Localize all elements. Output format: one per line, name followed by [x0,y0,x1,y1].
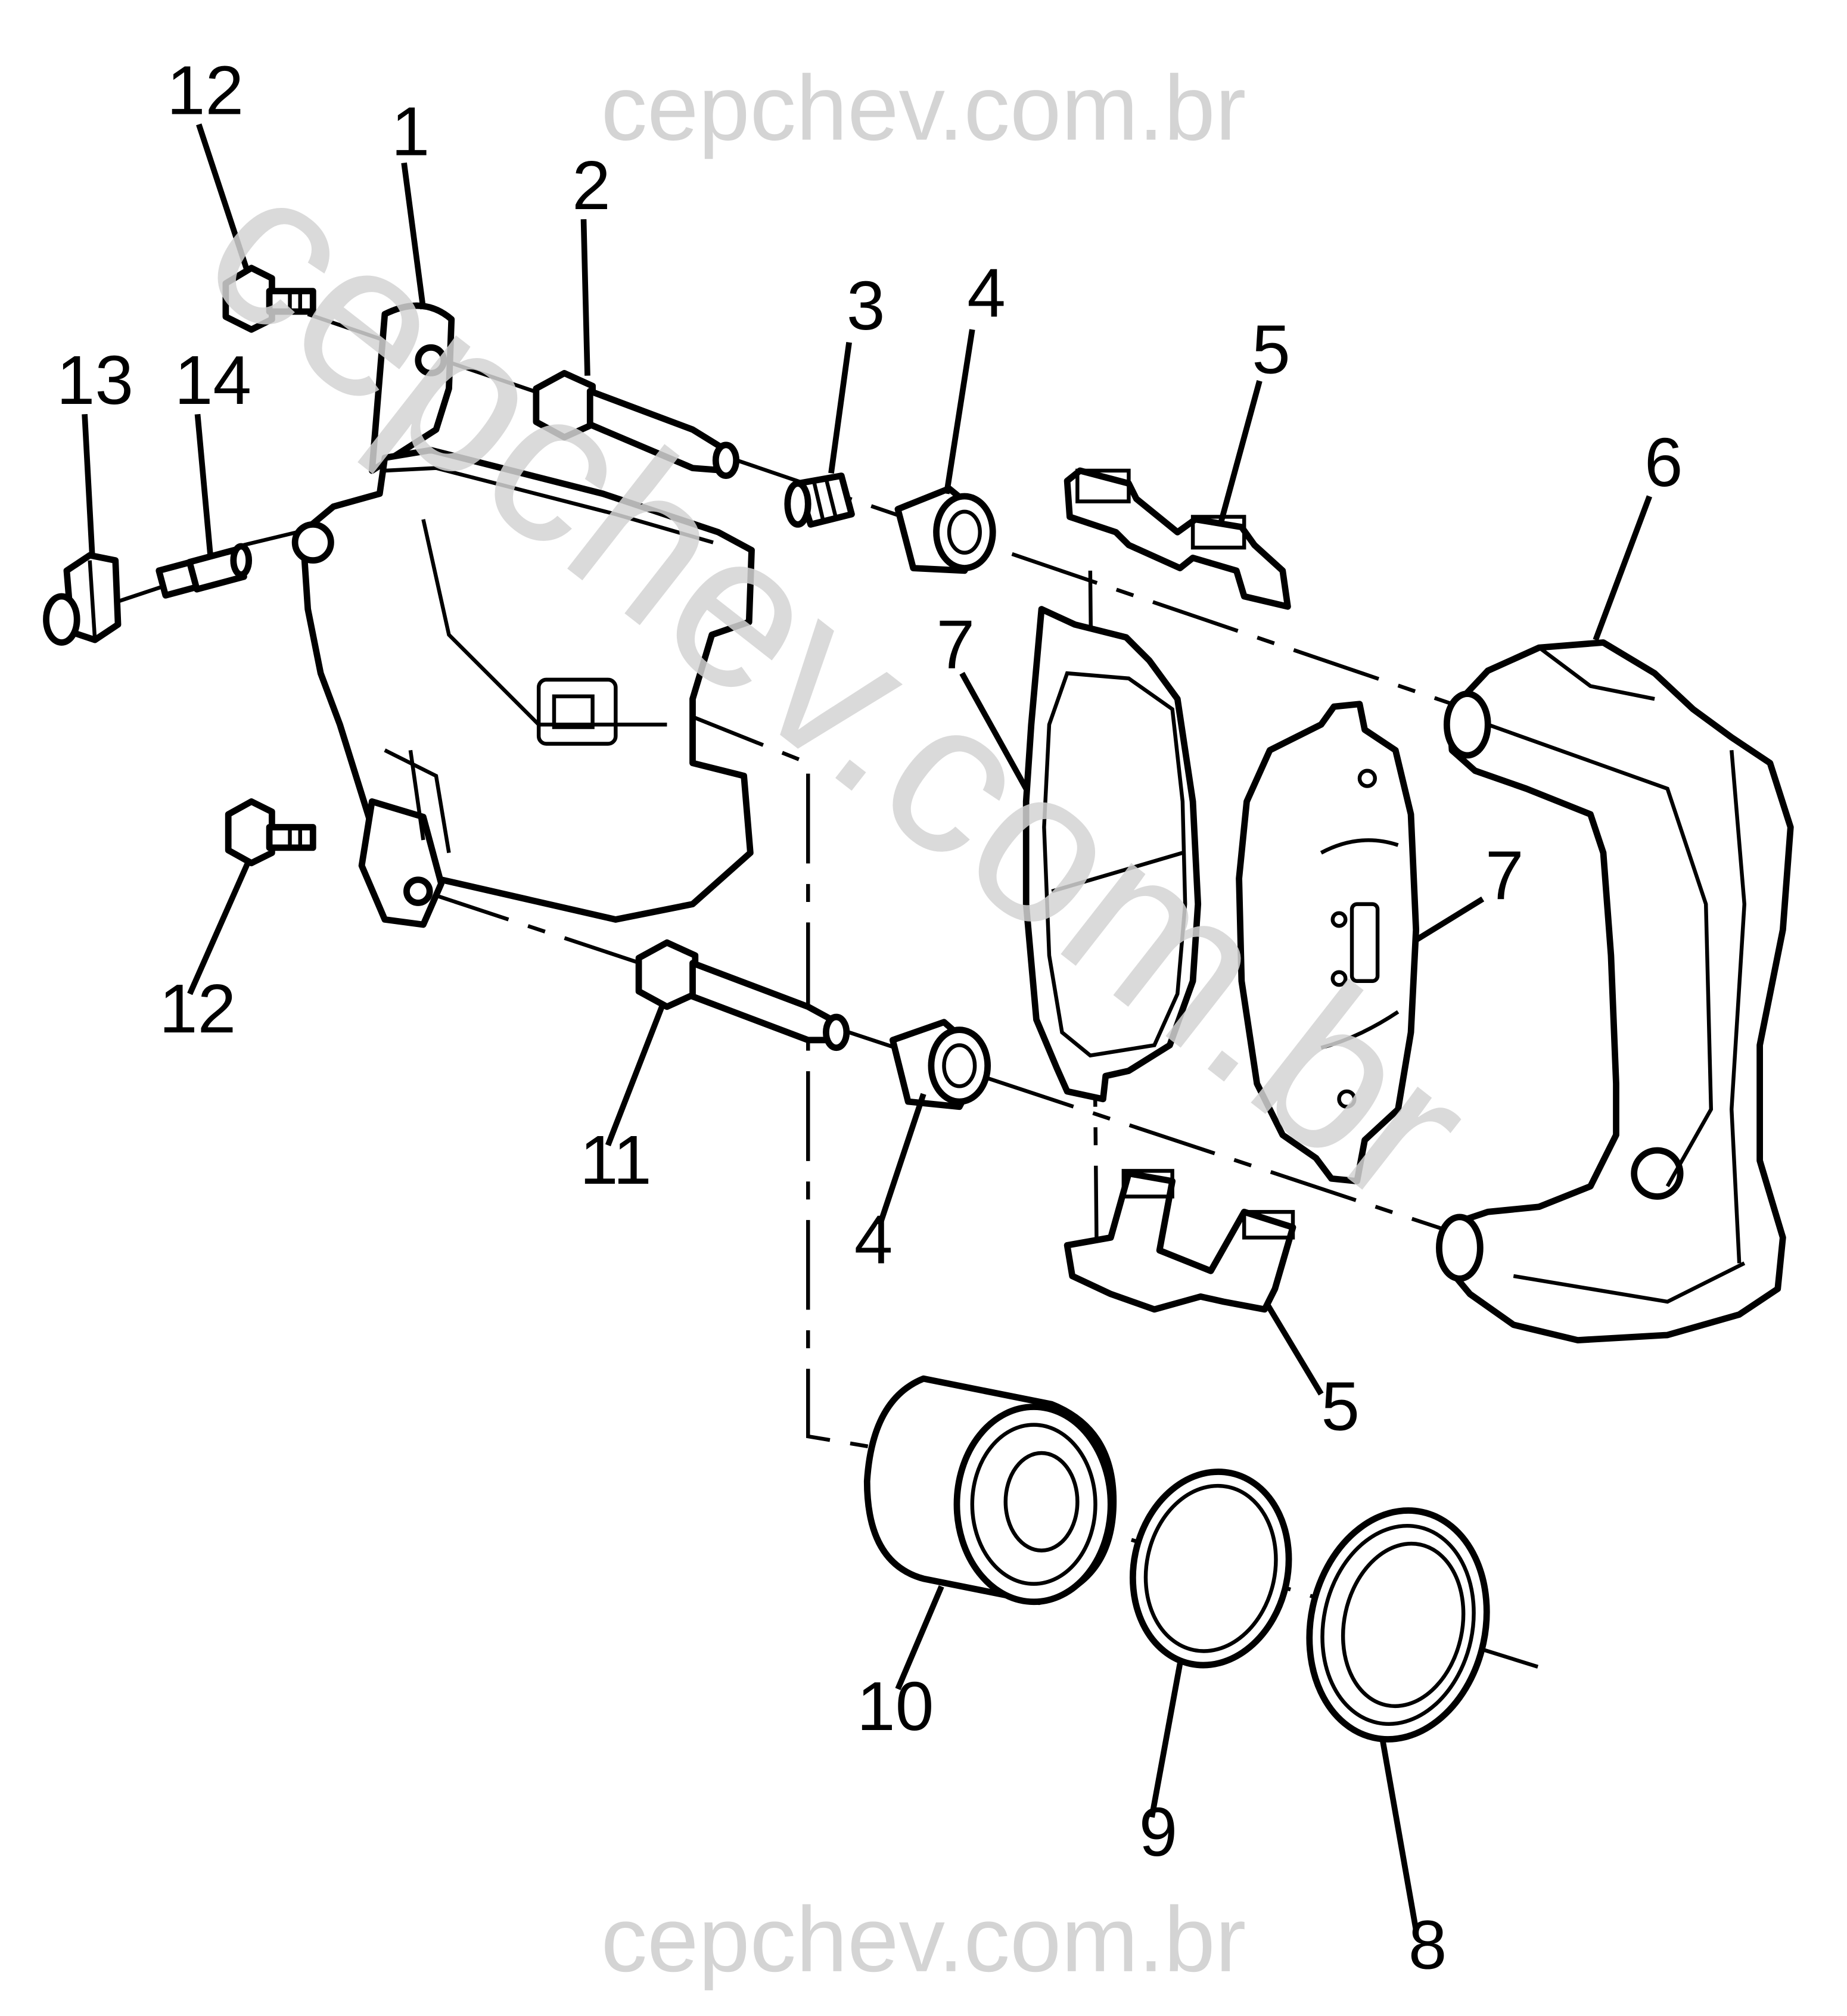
pad-retainer-clip-icon [1064,1169,1296,1313]
guide-pin-bolt-icon [635,939,850,1051]
callout-7: 7 [1485,836,1524,914]
callout-11: 11 [580,1121,652,1199]
watermark-bottom: cepchev.com.br [601,1888,1246,1991]
brake-pad-icon [1022,606,1202,1103]
bleeder-cap-icon [43,552,122,646]
watermark-top: cepchev.com.br [601,57,1246,160]
callout-7: 7 [937,606,975,683]
callout-12: 12 [159,970,236,1047]
callout-9: 9 [1139,1793,1178,1871]
hex-bolt-icon [225,798,316,867]
callout-3: 3 [847,267,885,344]
guide-pin-bolt-icon [533,369,740,479]
callout-6: 6 [1644,424,1683,501]
bushing-icon [894,485,996,574]
bleeder-valve-icon [156,543,253,599]
pad-retainer-clip-icon [1064,467,1291,610]
callout-labels: 12 1 2 3 4 5 6 13 14 7 7 12 11 4 5 10 9 … [57,52,1683,1984]
callout-8: 8 [1408,1906,1447,1983]
caliper-piston-icon [863,1375,1117,1606]
callout-14: 14 [175,341,251,419]
callout-10: 10 [857,1667,934,1745]
callout-13: 13 [57,341,133,419]
piston-dust-boot-icon [1306,1507,1490,1743]
bushing-icon [889,1019,991,1110]
pin-boot-icon [784,472,855,528]
callout-4: 4 [854,1200,893,1278]
hex-bolt-icon [222,265,316,333]
leader-lines [82,123,1653,1931]
callout-2: 2 [572,147,611,224]
callout-5: 5 [1321,1367,1360,1445]
caliper-bracket-icon [1436,639,1794,1343]
callout-5: 5 [1252,310,1291,388]
piston-seal-icon [1129,1469,1292,1669]
caliper-housing-icon [291,302,755,928]
callout-1: 1 [391,92,430,170]
brake-pad-icon [1236,701,1420,1185]
callout-12: 12 [167,52,244,129]
callout-4: 4 [967,254,1006,332]
